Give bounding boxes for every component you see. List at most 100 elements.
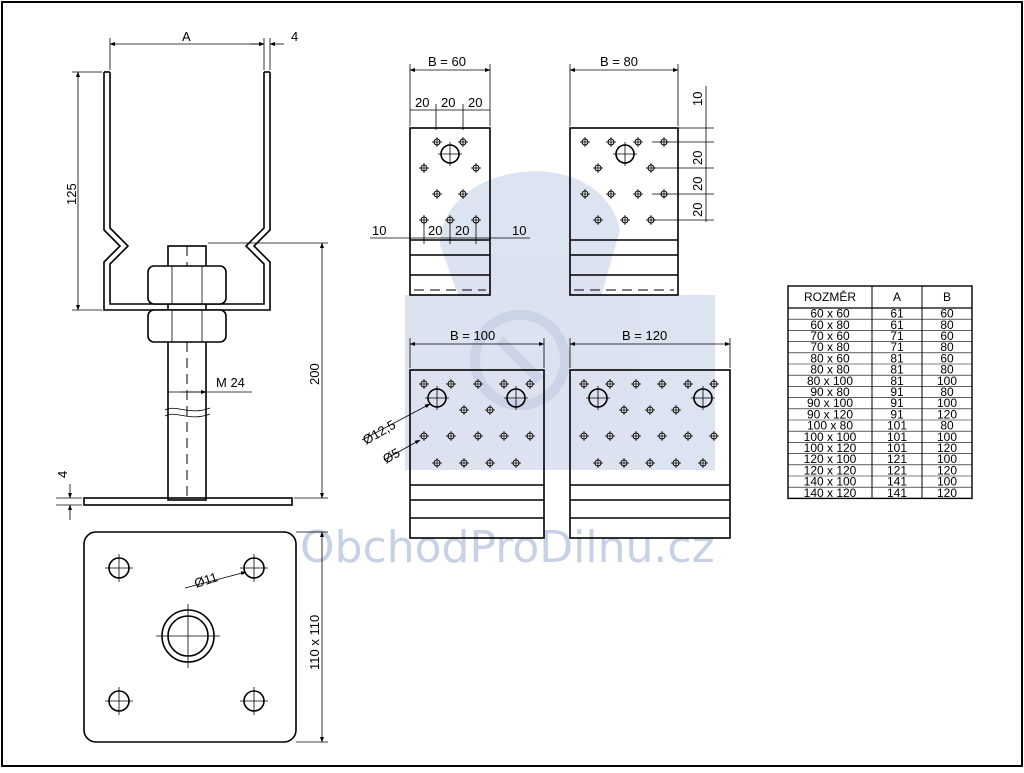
large-hole: [425, 386, 449, 410]
table-cell: 60 x 80: [810, 318, 850, 332]
table-cell: 120 x 100: [804, 452, 857, 466]
table-header: B: [943, 290, 951, 304]
dim-small-hole-label: Ø5: [380, 445, 403, 467]
table-cell: 120: [937, 407, 957, 421]
small-hole: [511, 458, 521, 468]
plate-b100-title: B = 100: [450, 328, 495, 343]
table-cell: 120 x 120: [804, 463, 857, 477]
large-hole: [586, 386, 610, 410]
table-cell: 70 x 60: [810, 329, 850, 343]
table-cell: 71: [890, 329, 904, 343]
small-hole: [579, 431, 589, 441]
small-hole: [446, 379, 456, 389]
small-hole: [525, 379, 535, 389]
small-hole: [525, 431, 535, 441]
rod-break-line: [164, 407, 211, 412]
table-cell: 80: [940, 318, 954, 332]
table-cell: 90 x 80: [810, 385, 850, 399]
base-plate-side: [83, 497, 293, 506]
small-hole: [458, 189, 468, 199]
small-hole: [471, 215, 481, 225]
table-cell: 141: [887, 475, 907, 489]
table-cell: 140 x 120: [804, 486, 857, 500]
table-cell: 61: [890, 307, 904, 321]
table-cell: 60 x 60: [810, 307, 850, 321]
table-cell: 101: [887, 430, 907, 444]
small-hole: [459, 405, 469, 415]
large-hole: [613, 142, 637, 166]
table-cell: 101: [887, 441, 907, 455]
small-hole: [473, 379, 483, 389]
upper-nut: [147, 265, 227, 305]
table-cell: 140 x 100: [804, 475, 857, 489]
plate-b80-side-spacing: 20: [690, 203, 705, 217]
small-hole: [580, 189, 590, 199]
small-hole: [620, 215, 630, 225]
plate-b60-bottom-spacing: 20: [428, 223, 442, 238]
small-hole: [645, 405, 655, 415]
small-hole: [657, 379, 667, 389]
table-cell: 80: [940, 340, 954, 354]
plate-b100: B = 100 Ø12,5 Ø5: [360, 328, 545, 539]
small-hole: [671, 458, 681, 468]
table-cell: 100: [937, 475, 957, 489]
small-hole: [446, 431, 456, 441]
small-hole: [605, 379, 615, 389]
dim-height-total-label: 200: [307, 363, 322, 385]
small-hole: [419, 379, 429, 389]
dim-hole-label: Ø11: [192, 569, 219, 591]
small-hole: [432, 137, 442, 147]
table-header: ROZMĚR: [804, 289, 856, 304]
small-hole: [633, 137, 643, 147]
table-cell: 80: [940, 419, 954, 433]
table-cell: 61: [890, 318, 904, 332]
table-row: 140 x 100 141 100: [804, 475, 958, 489]
plate-hole: [240, 554, 268, 582]
table-cell: 91: [890, 407, 904, 421]
small-hole: [606, 189, 616, 199]
table-cell: 100: [937, 374, 957, 388]
small-hole: [432, 458, 442, 468]
table-cell: 121: [887, 463, 907, 477]
small-hole: [445, 215, 455, 225]
small-hole: [633, 189, 643, 199]
plate-b60-top-spacing: 20: [468, 95, 482, 110]
small-hole: [485, 458, 495, 468]
table-cell: 80: [940, 385, 954, 399]
small-hole: [419, 163, 429, 173]
table-cell: 90 x 120: [807, 407, 853, 421]
side-view: A 4 125 200 M 24 4: [55, 29, 328, 520]
large-hole: [504, 386, 528, 410]
plate-b60-top-spacing: 20: [415, 95, 429, 110]
dim-wall-label: 4: [291, 29, 298, 44]
table-cell: 100 x 100: [804, 430, 857, 444]
small-hole: [709, 431, 719, 441]
table-row: 90 x 120 91 120: [807, 407, 957, 421]
table-cell: 141: [887, 486, 907, 500]
table-cell: 80: [940, 363, 954, 377]
table-cell: 81: [890, 363, 904, 377]
small-hole: [458, 137, 468, 147]
plate-hole: [240, 687, 268, 715]
base-plate-top-view: Ø11 110 x 110: [83, 531, 328, 743]
small-hole: [631, 431, 641, 441]
table-cell: 100: [937, 452, 957, 466]
small-hole: [593, 163, 603, 173]
small-hole: [683, 431, 693, 441]
small-hole: [631, 379, 641, 389]
small-hole: [473, 431, 483, 441]
